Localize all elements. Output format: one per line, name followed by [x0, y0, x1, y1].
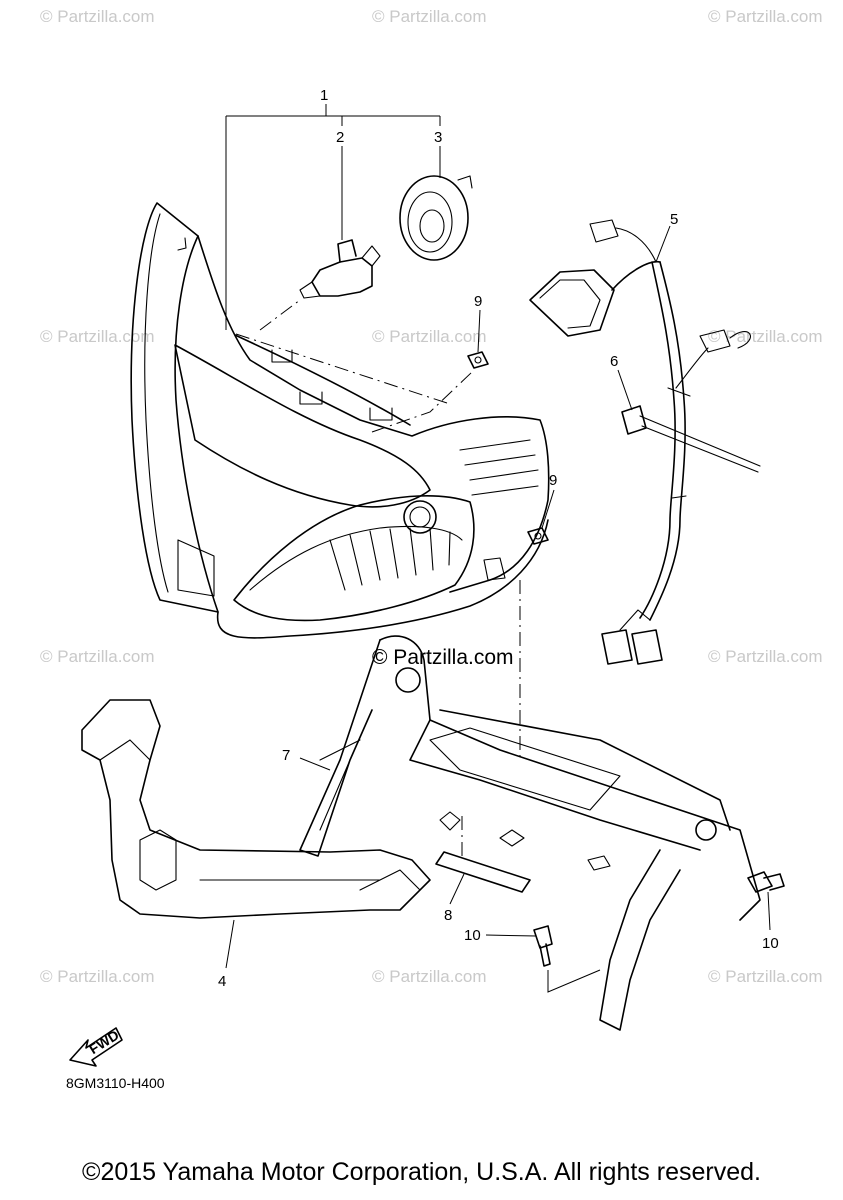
watermark: © Partzilla.com: [372, 327, 487, 346]
center-watermark: © Partzilla.com: [372, 646, 514, 669]
leader-lines: [225, 104, 771, 993]
watermark: © Partzilla.com: [40, 647, 155, 666]
watermark: © Partzilla.com: [708, 967, 823, 986]
callout-9: 9: [474, 293, 482, 310]
nut: [527, 527, 549, 545]
watermark: © Partzilla.com: [40, 327, 155, 346]
callout-8: 8: [444, 907, 452, 924]
callout-9: 9: [549, 472, 557, 489]
reflector-hatch: [329, 439, 539, 591]
watermark: © Partzilla.com: [372, 967, 487, 986]
alignment-lines: [235, 299, 521, 856]
callout-4: 4: [218, 973, 226, 990]
callout-7: 7: [282, 747, 290, 764]
callout-6: 6: [610, 353, 618, 370]
bolt: [747, 871, 785, 893]
bulb-socket-cover: [399, 175, 473, 261]
watermark: © Partzilla.com: [708, 327, 823, 346]
watermark: © Partzilla.com: [708, 7, 823, 26]
bolt: [533, 925, 553, 967]
watermark: © Partzilla.com: [40, 7, 155, 26]
headlight-stay: [299, 635, 761, 1031]
watermark: © Partzilla.com: [40, 967, 155, 986]
callout-3: 3: [434, 129, 442, 146]
damper-strip: [435, 851, 531, 893]
fwd-arrow: FWD: [69, 1027, 123, 1067]
watermark: © Partzilla.com: [372, 7, 487, 26]
callout-10: 10: [762, 935, 779, 952]
copyright-notice: ©2015 Yamaha Motor Corporation, U.S.A. A…: [82, 1158, 761, 1186]
headlight-assembly: [130, 202, 550, 639]
watermarks: © Partzilla.com © Partzilla.com © Partzi…: [40, 7, 823, 986]
drawing-code: 8GM3110-H400: [66, 1075, 165, 1091]
cable-tie: [621, 405, 761, 473]
watermark: © Partzilla.com: [708, 647, 823, 666]
callout-2: 2: [336, 129, 344, 146]
callout-5: 5: [670, 211, 678, 228]
callout-10: 10: [464, 927, 481, 944]
cowling-stay: [81, 699, 431, 919]
wire-harness: [529, 219, 751, 665]
headlight-bulb: [299, 239, 381, 299]
callout-1: 1: [320, 87, 328, 104]
callouts: 1 2 3 4 5 6 7 8 9 9 10 10: [218, 87, 779, 990]
nut: [467, 351, 489, 369]
